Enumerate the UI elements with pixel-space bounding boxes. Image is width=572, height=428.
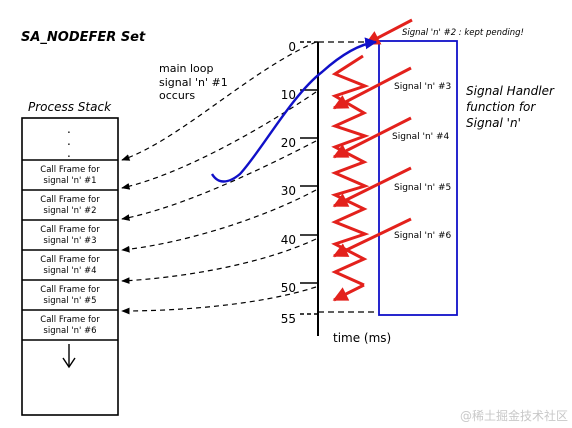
main-loop-note-line: signal 'n' #1 bbox=[159, 76, 228, 89]
handler-label-line: Signal Handler bbox=[466, 84, 555, 98]
axis-tick-label: 55 bbox=[281, 312, 296, 326]
stack-frame-text: Call Frame for bbox=[40, 165, 100, 175]
stack-growth-arrowhead bbox=[62, 357, 76, 369]
stack-ellipsis-dot: . bbox=[67, 122, 71, 136]
axis-tick-label: 40 bbox=[281, 233, 296, 247]
stack-frame-text: Call Frame for bbox=[40, 315, 100, 325]
main-loop-note-line: occurs bbox=[159, 89, 195, 102]
signal-label: Signal 'n' #4 bbox=[392, 132, 450, 142]
time-axis-label: time (ms) bbox=[333, 331, 391, 345]
stack-frame-text: Call Frame for bbox=[40, 225, 100, 235]
watermark: @稀土掘金技术社区 bbox=[460, 408, 568, 423]
stack-frame-text: Call Frame for bbox=[40, 285, 100, 295]
handler-execution-zigzag bbox=[330, 54, 370, 287]
signal-1-curve bbox=[210, 37, 378, 183]
call-frame-arrow bbox=[121, 238, 317, 284]
call-frame-arrow bbox=[121, 41, 317, 161]
stack-frame-text: signal 'n' #3 bbox=[43, 236, 96, 246]
stack-frame-text: Call Frame for bbox=[40, 255, 100, 265]
signal-label: Signal 'n' #3 bbox=[394, 82, 451, 92]
stack-ellipsis-dot: . bbox=[67, 146, 71, 160]
signal-4-arrow bbox=[332, 116, 412, 159]
signal-6-arrow bbox=[332, 217, 412, 258]
handler-label-line: Signal 'n' bbox=[466, 116, 521, 130]
call-frame-arrow bbox=[121, 286, 317, 315]
signal-5-arrow bbox=[332, 166, 412, 208]
incoming-signals bbox=[332, 18, 413, 302]
stack-frame-text: Call Frame for bbox=[40, 195, 100, 205]
axis-tick-label: 30 bbox=[281, 184, 296, 198]
diagram-title: SA_NODEFER Set bbox=[21, 30, 146, 45]
stack-frame-text: signal 'n' #2 bbox=[43, 206, 96, 216]
stack-frame-text: signal 'n' #4 bbox=[43, 266, 96, 276]
axis-tick-label: 20 bbox=[281, 136, 296, 150]
signal-3-arrow bbox=[332, 66, 412, 110]
signal-label: Signal 'n' #5 bbox=[394, 183, 451, 193]
process-stack-box bbox=[21, 117, 119, 416]
main-loop-note-line: main loop bbox=[159, 62, 213, 75]
process-stack-label: Process Stack bbox=[28, 100, 112, 114]
axis-tick-label: 10 bbox=[281, 88, 296, 102]
axis-tick-label: 0 bbox=[288, 40, 296, 54]
handler-label-line: function for bbox=[466, 100, 536, 114]
call-frame-arrow bbox=[121, 189, 317, 253]
call-frame-arrow bbox=[121, 91, 317, 190]
stack-frame-text: signal 'n' #5 bbox=[43, 296, 96, 306]
stack-frame-text: signal 'n' #6 bbox=[43, 326, 96, 336]
axis-tick-label: 50 bbox=[281, 281, 296, 295]
axis-ticks: 0 10 20 30 40 50 55 bbox=[281, 40, 318, 326]
signal-pending-note: Signal 'n' #2 : kept pending! bbox=[402, 28, 524, 38]
signal-handler-box bbox=[378, 40, 458, 316]
signal-end-arrow bbox=[332, 283, 365, 302]
stack-frame-text: signal 'n' #1 bbox=[43, 176, 96, 186]
signal-label: Signal 'n' #6 bbox=[394, 231, 452, 241]
stack-ellipsis-dot: . bbox=[67, 134, 71, 148]
call-frame-arrows bbox=[121, 41, 317, 315]
